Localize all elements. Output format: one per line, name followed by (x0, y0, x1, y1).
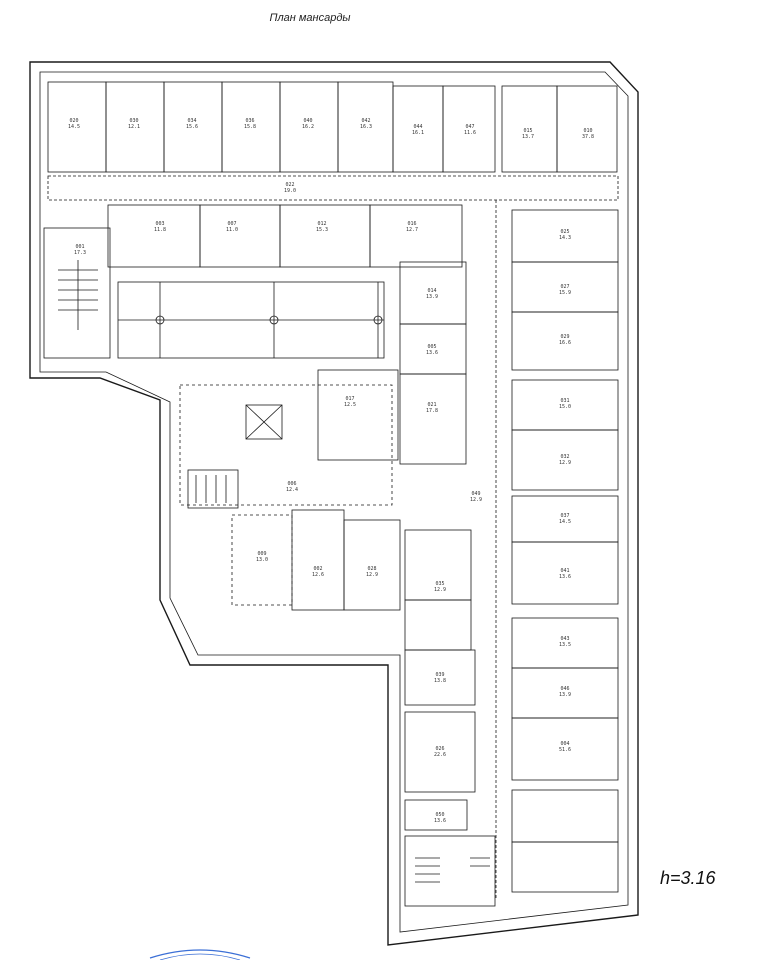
room-number: 037 (560, 513, 569, 519)
room-area: 11.8 (154, 227, 166, 233)
room-number: 010 (583, 128, 592, 134)
room-area: 13.0 (256, 557, 268, 563)
room-area: 22.6 (434, 752, 446, 758)
room-area: 11.6 (464, 130, 476, 136)
room-number: 035 (435, 581, 444, 587)
room-area: 12.5 (344, 402, 356, 408)
atrium (117, 281, 385, 359)
room-area: 12.9 (559, 460, 571, 466)
inner-outline (39, 71, 629, 933)
right-column (495, 200, 619, 900)
room-number: 036 (245, 118, 254, 124)
room-area: 37.8 (582, 134, 594, 140)
room-number: 006 (287, 481, 296, 487)
room-area: 13.9 (426, 294, 438, 300)
room-number: 020 (69, 118, 78, 124)
ceiling-height-label: h=3.16 (660, 868, 716, 888)
second-row (107, 204, 463, 268)
room-number: 026 (435, 746, 444, 752)
corridor-top (47, 175, 619, 201)
room-area: 13.9 (559, 692, 571, 698)
room-number: 049 (471, 491, 480, 497)
room-number: 028 (367, 566, 376, 572)
room-area: 15.6 (186, 124, 198, 130)
room-number: 001 (75, 244, 84, 250)
room-number: 046 (560, 686, 569, 692)
room-area: 14.5 (559, 519, 571, 525)
room-number: 043 (560, 636, 569, 642)
room-area: 13.5 (559, 642, 571, 648)
lower-middle-rooms (231, 509, 476, 831)
room-number: 017 (345, 396, 354, 402)
room-number: 009 (257, 551, 266, 557)
room-area: 16.1 (412, 130, 424, 136)
top-room-row (47, 81, 618, 173)
stamp-arc (149, 949, 251, 959)
room-area: 12.9 (366, 572, 378, 578)
stair-bottom (404, 835, 496, 907)
central-hall (179, 384, 393, 509)
stair-left (43, 227, 111, 359)
room-number: 021 (427, 402, 436, 408)
plan-title: План мансарды (269, 12, 351, 24)
building-outline (29, 61, 639, 946)
room-area: 16.3 (360, 124, 372, 130)
room-number: 015 (523, 128, 532, 134)
room-area: 12.9 (470, 497, 482, 503)
room-area: 13.6 (434, 818, 446, 824)
room-area: 17.8 (426, 408, 438, 414)
room-area: 14.5 (68, 124, 80, 130)
room-number: 047 (465, 124, 474, 130)
room-number: 002 (313, 566, 322, 572)
room-area: 15.8 (244, 124, 256, 130)
room-area: 12.1 (128, 124, 140, 130)
room-number: 022 (285, 182, 294, 188)
room-number: 031 (560, 398, 569, 404)
room-area: 16.6 (559, 340, 571, 346)
room-area: 16.2 (302, 124, 314, 130)
room-number: 005 (427, 344, 436, 350)
room-number: 041 (560, 568, 569, 574)
room-number: 014 (427, 288, 436, 294)
room-area: 13.7 (522, 134, 534, 140)
room-area: 11.0 (226, 227, 238, 233)
room-number: 027 (560, 284, 569, 290)
stamp-arc-inner (159, 953, 241, 960)
room-number: 012 (317, 221, 326, 227)
room-area: 12.4 (286, 487, 298, 493)
room-number: 004 (560, 741, 569, 747)
room-labels: 02014.503012.103415.603615.804016.204216… (68, 118, 594, 824)
room-number: 030 (129, 118, 138, 124)
room-number: 029 (560, 334, 569, 340)
room-number: 025 (560, 229, 569, 235)
room-number: 044 (413, 124, 422, 130)
room-area: 12.6 (312, 572, 324, 578)
room-area: 12.9 (434, 587, 446, 593)
room-number: 050 (435, 812, 444, 818)
room-number: 003 (155, 221, 164, 227)
room-number: 007 (227, 221, 236, 227)
room-number: 032 (560, 454, 569, 460)
room-area: 51.6 (559, 747, 571, 753)
room-area: 13.6 (426, 350, 438, 356)
room-area: 17.3 (74, 250, 86, 256)
room-area: 15.9 (559, 290, 571, 296)
room-number: 042 (361, 118, 370, 124)
room-area: 15.3 (316, 227, 328, 233)
room-area: 13.6 (559, 574, 571, 580)
room-area: 19.0 (284, 188, 296, 194)
room-number: 039 (435, 672, 444, 678)
room-area: 15.0 (559, 404, 571, 410)
room-number: 034 (187, 118, 196, 124)
room-number: 040 (303, 118, 312, 124)
middle-rooms (317, 261, 467, 465)
room-area: 14.3 (559, 235, 571, 241)
room-number: 016 (407, 221, 416, 227)
room-area: 12.7 (406, 227, 418, 233)
room-area: 13.8 (434, 678, 446, 684)
